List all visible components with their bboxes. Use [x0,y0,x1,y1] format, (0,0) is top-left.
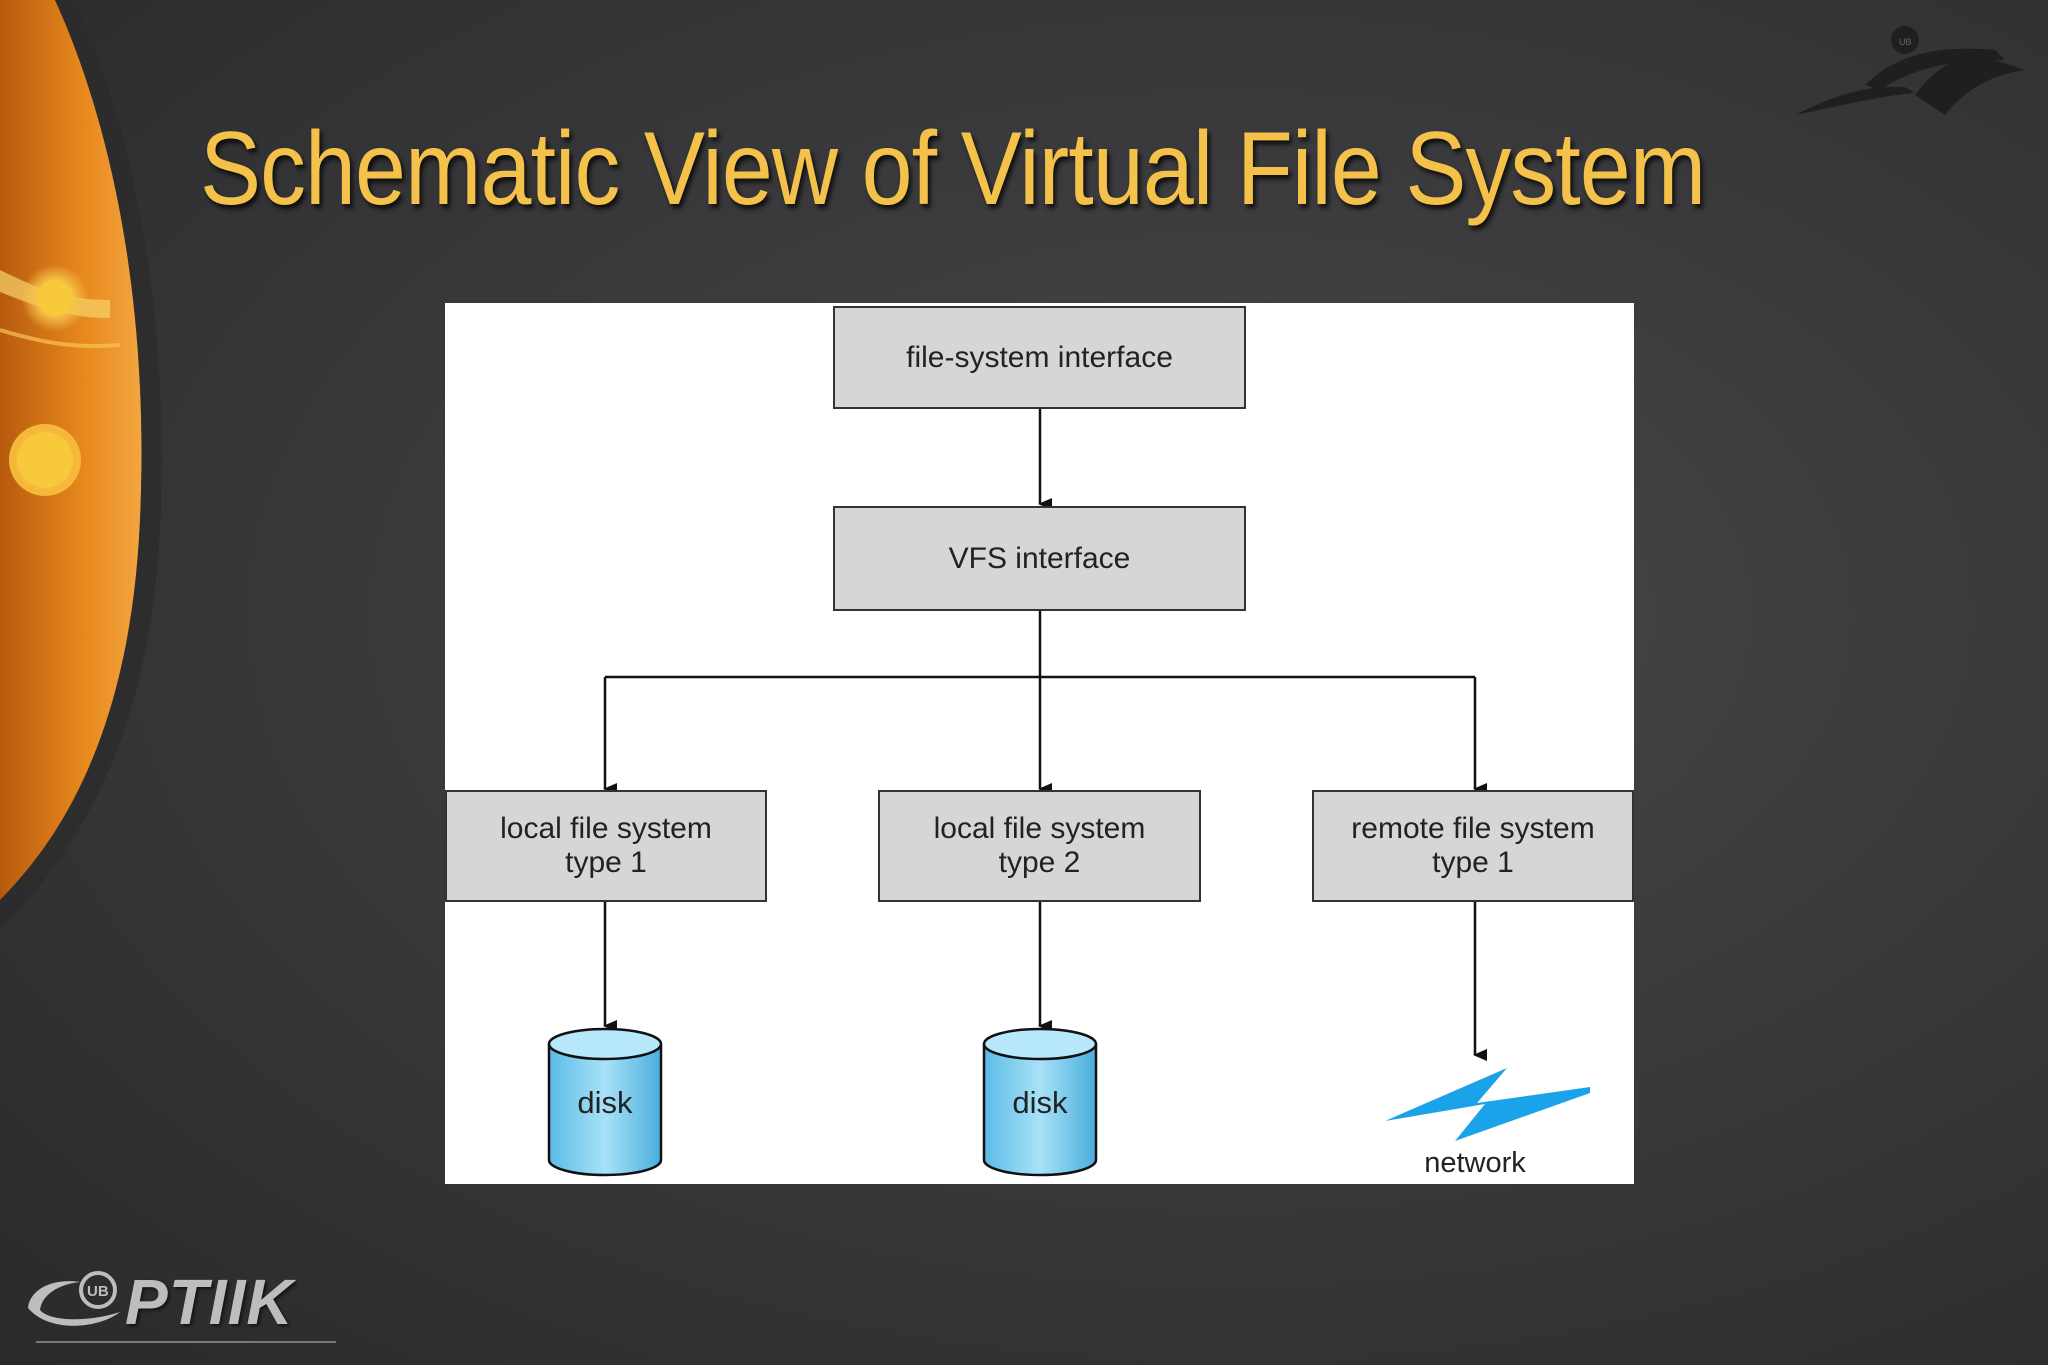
remote-fs-type-1-line2: type 1 [1432,846,1514,879]
local-fs-type-2-line1: local file system [933,812,1146,845]
remote-fs-type-1-box: remote file system type 1 [1312,790,1634,902]
local-fs-type-2-box: local file system type 2 [878,790,1201,902]
disk-icon [982,1027,1098,1177]
local-fs-type-1-line1: local file system [500,812,712,845]
ptiik-tagline-decoration [36,1338,336,1348]
diagram-connectors [547,408,1590,1177]
local-fs-type-1-line2: type 1 [565,846,647,879]
file-system-interface-box: file-system interface [833,306,1246,409]
vfs-interface-label: VFS interface [948,541,1131,575]
network-label: network [1424,1147,1526,1179]
slide-title: Schematic View of Virtual File System [200,111,1706,227]
network-bolt-icon [1385,1068,1590,1141]
vfs-diagram: file-system interface VFS interface loca… [445,303,1634,1184]
ptiik-logo-text: PTIIK [125,1266,294,1338]
disk-1-label: disk [577,1085,633,1120]
ptiik-tagline-line [36,1341,336,1343]
disk-icon [547,1027,663,1177]
local-fs-type-1-box: local file system type 1 [445,790,767,902]
ptiik-logo-badge: UB [87,1283,109,1300]
corner-logo-icon: UB [1795,26,2025,115]
vfs-interface-box: VFS interface [833,506,1246,611]
remote-fs-type-1-line1: remote file system [1351,812,1595,845]
corner-logo-badge: UB [1899,37,1912,47]
local-fs-type-2-line2: type 2 [998,846,1081,879]
ptiik-logo-icon: UB [28,1271,120,1326]
disk-2-label: disk [1012,1085,1068,1120]
file-system-interface-label: file-system interface [906,340,1173,374]
